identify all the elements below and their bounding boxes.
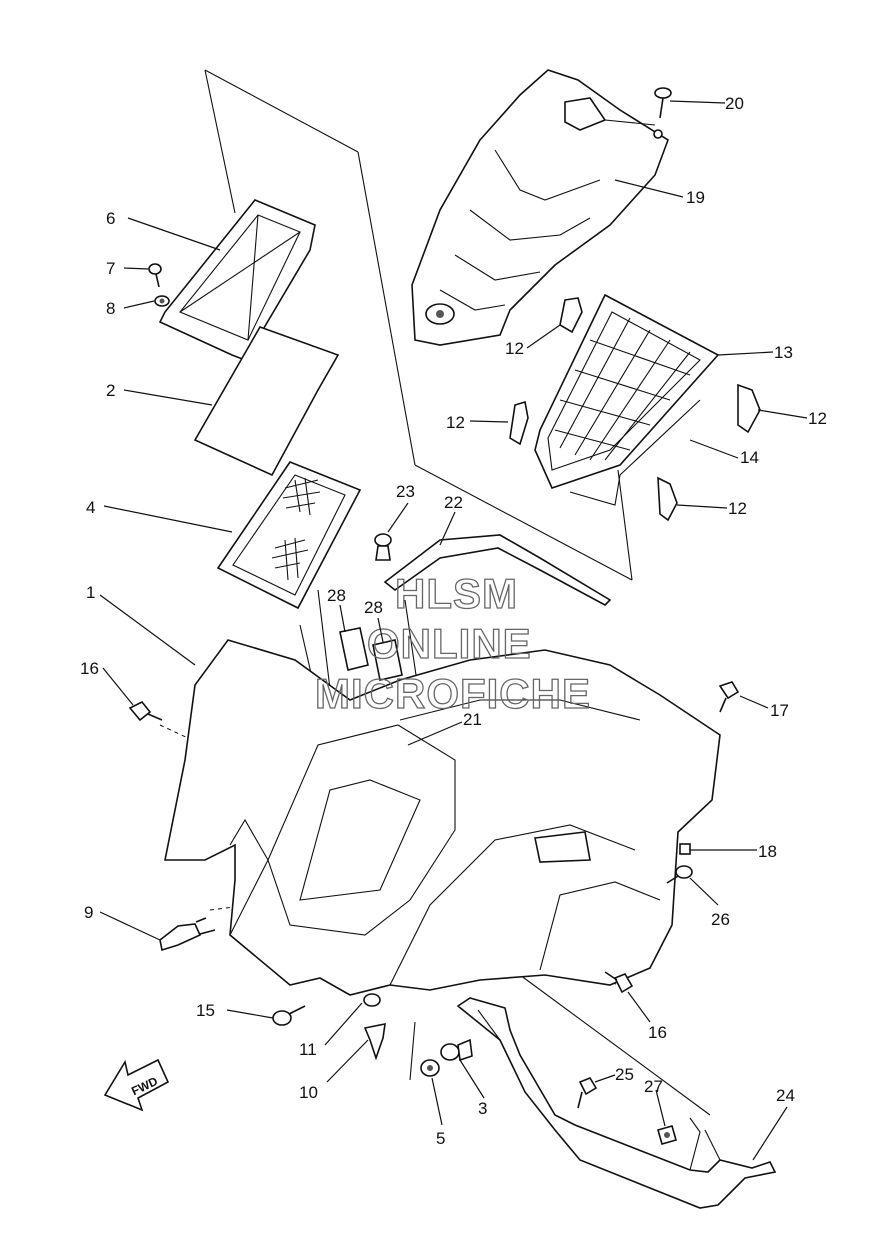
callout-26: 26	[711, 910, 730, 929]
callout-10: 10	[299, 1083, 318, 1102]
callout-23: 23	[396, 482, 415, 501]
grille-13-part	[534, 293, 720, 489]
callout-7: 7	[106, 259, 115, 278]
duct-frame-part	[158, 199, 316, 361]
washer-8-part	[154, 295, 170, 307]
callout-19: 19	[686, 188, 705, 207]
bracket-22-part	[383, 534, 612, 606]
callout-13: 13	[774, 343, 793, 362]
callout-6: 6	[106, 209, 115, 228]
watermark-line-3: MICROFICHE	[315, 670, 591, 717]
bolt-26-part	[666, 865, 693, 884]
front-cover-part	[411, 69, 669, 346]
fwd-arrow-icon: FWD	[103, 1058, 170, 1112]
watermark: HLSM ONLINE MICROFICHE	[314, 569, 591, 717]
callout-11: 11	[299, 1040, 317, 1059]
callout-14: 14	[740, 448, 759, 467]
callout-22: 22	[444, 493, 463, 512]
clip-11-part	[363, 993, 381, 1007]
nut-27-part	[657, 1125, 677, 1145]
callout-16-a: 16	[80, 659, 99, 678]
callout-12-c: 12	[808, 409, 827, 428]
callout-25: 25	[615, 1065, 634, 1084]
callout-28-a: 28	[327, 586, 346, 605]
net-14-part	[569, 399, 701, 506]
leader-lines	[99, 100, 808, 1161]
callout-1: 1	[86, 583, 95, 602]
watermark-line-2: ONLINE	[367, 620, 532, 667]
callout-21: 21	[463, 710, 482, 729]
bolt-16a-part	[128, 700, 163, 722]
cap-10-part	[363, 1022, 386, 1061]
clip-23-part	[374, 533, 392, 561]
guard-24-part	[456, 997, 777, 1209]
connector-9-part	[159, 917, 216, 952]
watermark-line-1: HLSM	[395, 570, 518, 617]
bolt-25-part	[577, 1077, 598, 1109]
callout-24: 24	[776, 1086, 795, 1105]
callout-4: 4	[86, 498, 95, 517]
nut-18-part	[679, 843, 691, 855]
screw-20-part	[654, 87, 672, 119]
callout-12-d: 12	[728, 499, 747, 518]
callout-17: 17	[770, 701, 789, 720]
callout-18: 18	[758, 842, 777, 861]
callout-12-a: 12	[505, 339, 524, 358]
callout-2: 2	[106, 381, 115, 400]
bolt-15-part	[272, 1005, 306, 1026]
panel-2-part	[193, 326, 340, 477]
callout-3: 3	[478, 1099, 487, 1118]
callout-12-b: 12	[446, 413, 465, 432]
grommet-5-part	[420, 1059, 440, 1077]
callout-15: 15	[196, 1001, 215, 1020]
callout-9: 9	[84, 903, 93, 922]
screw-7-part	[148, 263, 162, 288]
damper-28-parts	[339, 627, 403, 681]
clip-12-parts	[509, 297, 761, 522]
callout-labels: 1 2 3 4 5 6 7 8 9 10 11 12 12 12 12 13 1…	[80, 94, 827, 1148]
screen-4-part	[216, 461, 362, 610]
bolt-3-part	[440, 1038, 473, 1062]
bolt-17-part	[718, 681, 740, 713]
callout-27: 27	[644, 1077, 663, 1096]
callout-8: 8	[106, 299, 115, 318]
bolt-16b-part	[604, 971, 634, 994]
callout-28-b: 28	[364, 598, 383, 617]
callout-16-b: 16	[648, 1023, 667, 1042]
front-fender-part	[164, 639, 721, 996]
callout-20: 20	[725, 94, 744, 113]
callout-5: 5	[436, 1129, 445, 1148]
